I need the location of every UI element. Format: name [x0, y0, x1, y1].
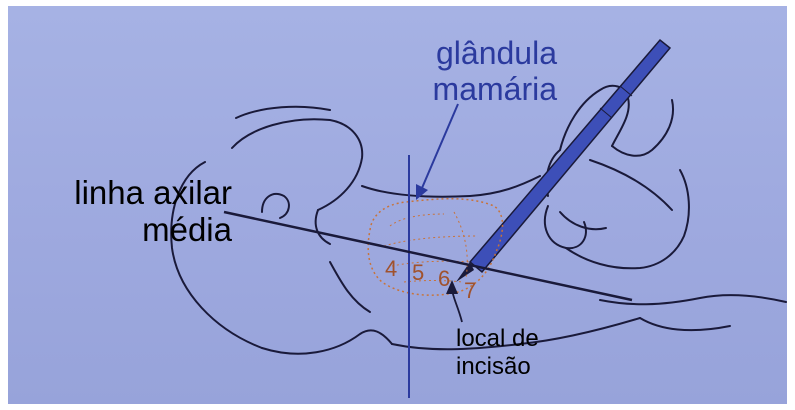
- gland-pointer-arrow: [416, 104, 458, 200]
- incision-site-label-2: incisão: [456, 355, 539, 379]
- patient-outline: [171, 107, 786, 354]
- mid-axillary-line-label-2: média: [22, 213, 232, 246]
- mammary-gland-label-1: glândula: [413, 37, 557, 69]
- hand-outline: [545, 86, 689, 268]
- mammary-gland-label-2: mamária: [413, 73, 557, 105]
- incision-site-label-1: local de: [456, 327, 539, 351]
- mammary-gland-label: glândula mamária: [413, 37, 557, 105]
- mid-axillary-line-label: linha axilar média: [22, 176, 232, 246]
- intercostal-number-4: 4: [385, 258, 397, 280]
- intercostal-number-6: 6: [438, 268, 450, 290]
- incision-site-label: local de incisão: [456, 327, 539, 379]
- mid-axillary-line-label-1: linha axilar: [22, 176, 232, 209]
- intercostal-number-7: 7: [464, 280, 476, 302]
- mid-axillary-line: [224, 212, 632, 300]
- intercostal-number-5: 5: [412, 262, 424, 284]
